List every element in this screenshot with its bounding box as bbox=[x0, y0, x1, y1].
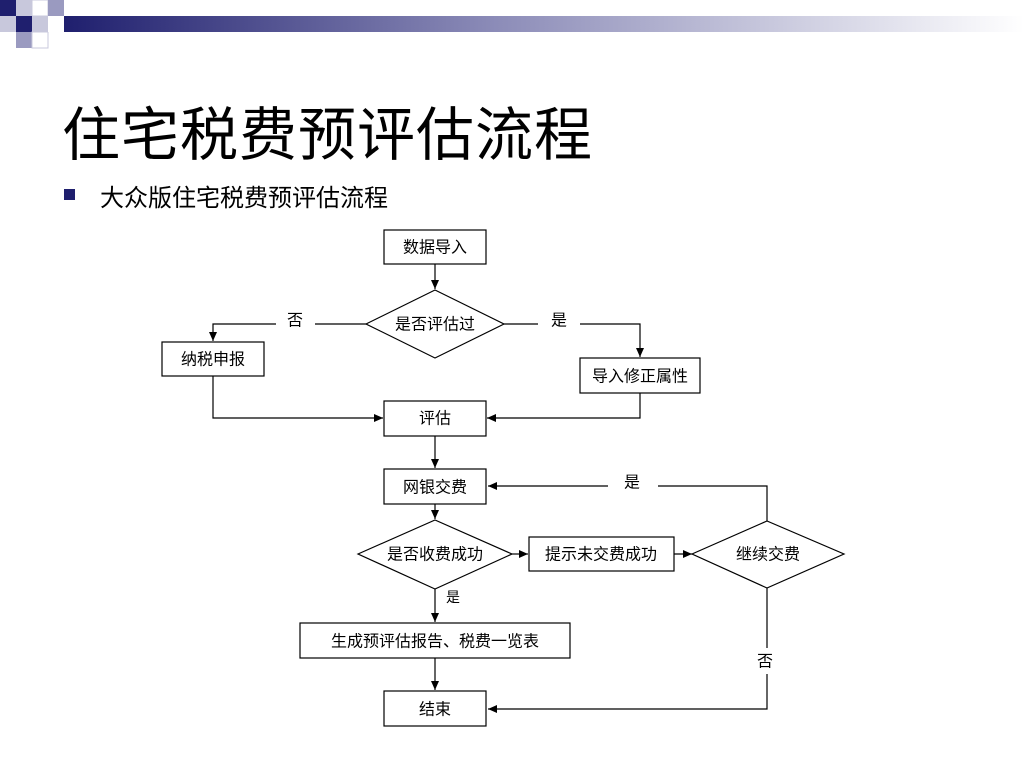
node-online-pay-box bbox=[383, 468, 487, 505]
edge-continue-yes-1 bbox=[658, 485, 768, 521]
node-paid-q-diamond bbox=[356, 519, 514, 590]
node-import-fix-label: 导入修正属性 bbox=[592, 367, 688, 386]
node-tax-declare-label: 纳税申报 bbox=[181, 350, 245, 369]
node-end-box bbox=[383, 690, 487, 727]
bullet-text: 大众版住宅税费预评估流程 bbox=[100, 184, 388, 212]
node-tax-declare-box bbox=[161, 341, 265, 377]
edge-assessed-yes-2 bbox=[580, 323, 644, 357]
edge-assessed-no-2 bbox=[209, 323, 276, 341]
edge-label-continue-no: 否 bbox=[757, 652, 773, 671]
edge-fix-to-assess bbox=[487, 393, 641, 422]
node-assessed-q-label: 是否评估过 bbox=[395, 315, 475, 334]
node-report-label: 生成预评估报告、税费一览表 bbox=[331, 632, 539, 651]
page-title: 住宅税费预评估流程 bbox=[62, 101, 594, 169]
edge-label-continue-yes: 是 bbox=[624, 473, 640, 492]
node-continue-q-label: 继续交费 bbox=[736, 545, 800, 564]
node-online-pay-label: 网银交费 bbox=[403, 478, 467, 497]
edge-continue-no-2 bbox=[488, 674, 768, 713]
node-end-label: 结束 bbox=[419, 700, 451, 719]
node-paid-q-label: 是否收费成功 bbox=[387, 545, 483, 564]
node-import-fix-box bbox=[579, 357, 701, 394]
node-import-data-label: 数据导入 bbox=[403, 238, 467, 257]
header-decoration bbox=[0, 0, 1024, 49]
edge-label-assessed-no: 否 bbox=[287, 311, 303, 330]
edge-declare-to-assess bbox=[212, 376, 383, 422]
node-prompt-fail-box bbox=[528, 536, 675, 572]
node-report-box bbox=[299, 622, 571, 659]
node-continue-q-diamond bbox=[690, 520, 846, 589]
node-prompt-fail-label: 提示未交费成功 bbox=[545, 545, 657, 564]
node-import-data-box bbox=[383, 229, 487, 265]
bullet-square-icon bbox=[64, 189, 75, 200]
edge-label-assessed-yes: 是 bbox=[551, 311, 567, 330]
node-assessed-q-diamond bbox=[364, 289, 506, 359]
node-assess-label: 评估 bbox=[419, 409, 451, 428]
node-assess-box bbox=[383, 400, 487, 437]
edge-label-paid-yes: 是 bbox=[446, 590, 460, 606]
